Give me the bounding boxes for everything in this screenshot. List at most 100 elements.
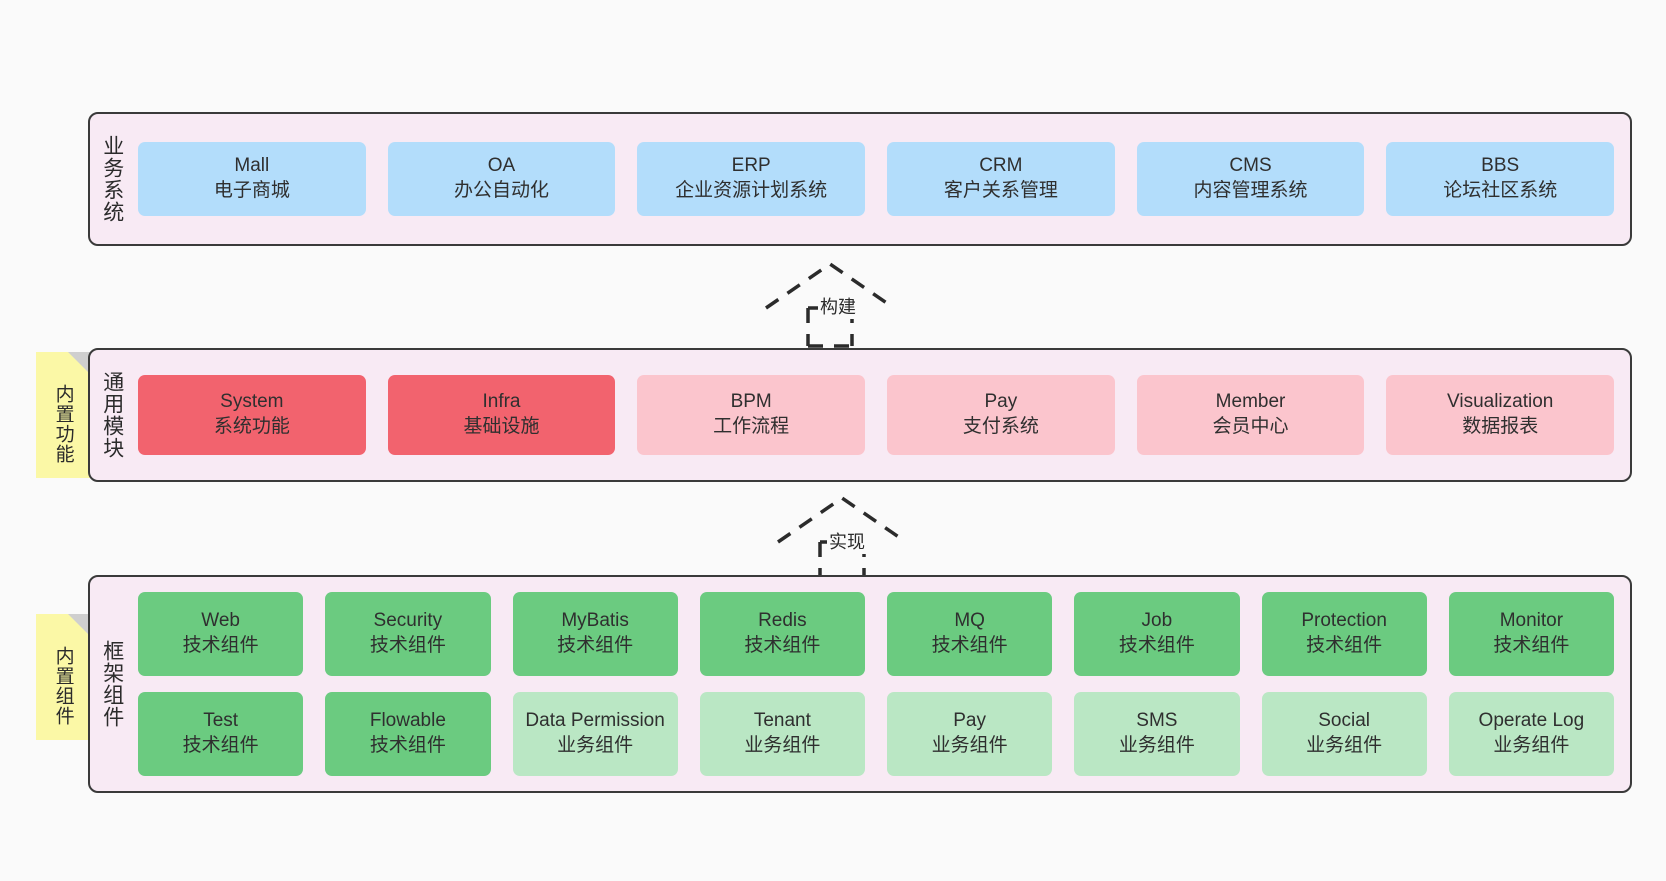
card-bpm[interactable]: BPM 工作流程: [637, 375, 866, 455]
card-mq[interactable]: MQ 技术组件: [887, 592, 1053, 676]
card-mybatis[interactable]: MyBatis 技术组件: [512, 592, 678, 676]
card-subtitle: 系统功能: [213, 416, 290, 437]
card-title: ERP: [731, 155, 771, 177]
card-subtitle: 业务组件: [1493, 735, 1570, 756]
card-subtitle: 工作流程: [713, 416, 790, 437]
connector-label-implement: 实现: [827, 528, 867, 554]
card-subtitle: 技术组件: [369, 735, 446, 756]
card-monitor[interactable]: Monitor 技术组件: [1448, 592, 1614, 676]
card-title: Test: [203, 710, 239, 732]
layer-label-framework: 框架组件: [100, 640, 124, 728]
card-subtitle: 电子商城: [213, 180, 290, 201]
card-title: Visualization: [1447, 391, 1554, 413]
card-bbs[interactable]: BBS 论坛社区系统: [1386, 142, 1615, 216]
card-subtitle: 办公自动化: [454, 180, 550, 201]
card-erp[interactable]: ERP 企业资源计划系统: [637, 142, 866, 216]
card-test[interactable]: Test 技术组件: [138, 692, 304, 776]
card-title: CRM: [979, 155, 1023, 177]
connector-label-build: 构建: [818, 293, 858, 319]
note-builtin-features: 内置功能: [36, 352, 90, 478]
card-subtitle: 支付系统: [962, 416, 1039, 437]
card-subtitle: 业务组件: [744, 735, 821, 756]
card-title: Pay: [953, 710, 986, 732]
note-label: 内置组件: [52, 646, 74, 726]
card-member[interactable]: Member 会员中心: [1136, 375, 1365, 455]
note-label: 内置功能: [52, 384, 74, 464]
card-subtitle: 技术组件: [182, 635, 259, 656]
card-title: Data Permission: [525, 710, 665, 732]
card-subtitle: 业务组件: [1306, 735, 1383, 756]
card-pay-module[interactable]: Pay 支付系统: [887, 375, 1115, 455]
card-data-permission[interactable]: Data Permission 业务组件: [512, 692, 678, 776]
card-title: System: [220, 391, 284, 413]
card-subtitle: 技术组件: [369, 635, 446, 656]
card-title: Flowable: [369, 710, 446, 732]
card-subtitle: 技术组件: [1493, 635, 1570, 656]
card-oa[interactable]: OA 办公自动化: [387, 142, 616, 216]
card-operate-log[interactable]: Operate Log 业务组件: [1448, 692, 1614, 776]
card-job[interactable]: Job 技术组件: [1074, 592, 1240, 676]
card-social[interactable]: Social 业务组件: [1261, 692, 1427, 776]
card-title: MQ: [954, 610, 985, 632]
layer-label-business: 业务系统: [100, 135, 124, 223]
note-fold-icon: [68, 614, 90, 636]
card-redis[interactable]: Redis 技术组件: [699, 592, 865, 676]
card-title: Security: [373, 610, 443, 632]
note-builtin-components: 内置组件: [36, 614, 90, 740]
card-protection[interactable]: Protection 技术组件: [1261, 592, 1427, 676]
card-title: Web: [201, 610, 240, 632]
card-subtitle: 数据报表: [1462, 416, 1539, 437]
card-title: Member: [1215, 391, 1286, 413]
layer-body-common: System 系统功能 Infra 基础设施 BPM 工作流程 Pay 支付系统…: [134, 350, 1630, 480]
card-row: System 系统功能 Infra 基础设施 BPM 工作流程 Pay 支付系统…: [138, 375, 1615, 455]
card-title: Job: [1141, 610, 1173, 632]
card-title: BBS: [1481, 155, 1520, 177]
card-subtitle: 内容管理系统: [1193, 180, 1308, 201]
card-mall[interactable]: Mall 电子商城: [138, 142, 366, 216]
card-crm[interactable]: CRM 客户关系管理: [887, 142, 1115, 216]
card-sms[interactable]: SMS 业务组件: [1074, 692, 1240, 776]
card-flowable[interactable]: Flowable 技术组件: [325, 692, 491, 776]
card-web[interactable]: Web 技术组件: [138, 592, 304, 676]
layer-framework-components: 框架组件 Web 技术组件 Security 技术组件 MyBatis 技术组件…: [88, 575, 1632, 793]
card-subtitle: 客户关系管理: [943, 180, 1058, 201]
card-title: Operate Log: [1478, 710, 1585, 732]
card-subtitle: 技术组件: [557, 635, 634, 656]
card-title: Tenant: [753, 710, 811, 732]
card-title: Redis: [758, 610, 807, 632]
card-title: Mall: [234, 155, 270, 177]
card-title: BPM: [730, 391, 772, 413]
card-cms[interactable]: CMS 内容管理系统: [1136, 142, 1365, 216]
layer-business-systems: 业务系统 Mall 电子商城 OA 办公自动化 ERP 企业资源计划系统 CRM…: [88, 112, 1632, 246]
card-subtitle: 技术组件: [1118, 635, 1195, 656]
layer-label-common: 通用模块: [100, 371, 124, 459]
layer-body-business: Mall 电子商城 OA 办公自动化 ERP 企业资源计划系统 CRM 客户关系…: [134, 114, 1630, 244]
card-security[interactable]: Security 技术组件: [325, 592, 491, 676]
card-system[interactable]: System 系统功能: [138, 375, 366, 455]
layer-common-modules: 通用模块 System 系统功能 Infra 基础设施 BPM 工作流程 Pay…: [88, 348, 1632, 482]
card-title: OA: [487, 155, 516, 177]
card-title: Infra: [482, 391, 521, 413]
card-subtitle: 业务组件: [557, 735, 634, 756]
card-subtitle: 技术组件: [744, 635, 821, 656]
connector-implement: 实现: [772, 492, 912, 584]
card-row: Web 技术组件 Security 技术组件 MyBatis 技术组件 Redi…: [138, 592, 1614, 676]
card-title: Pay: [984, 391, 1018, 413]
card-infra[interactable]: Infra 基础设施: [387, 375, 616, 455]
card-title: CMS: [1229, 155, 1272, 177]
card-tenant[interactable]: Tenant 业务组件: [699, 692, 865, 776]
card-subtitle: 技术组件: [182, 735, 259, 756]
card-subtitle: 技术组件: [1306, 635, 1383, 656]
card-subtitle: 企业资源计划系统: [675, 180, 828, 201]
card-pay-component[interactable]: Pay 业务组件: [887, 692, 1053, 776]
card-title: Monitor: [1499, 610, 1564, 632]
layer-body-framework: Web 技术组件 Security 技术组件 MyBatis 技术组件 Redi…: [134, 577, 1630, 791]
card-title: Social: [1318, 710, 1370, 732]
card-visualization[interactable]: Visualization 数据报表: [1386, 375, 1615, 455]
card-title: Protection: [1301, 610, 1387, 632]
connector-build: 构建: [760, 258, 900, 348]
card-title: MyBatis: [561, 610, 629, 632]
card-row: Test 技术组件 Flowable 技术组件 Data Permission …: [138, 692, 1614, 776]
card-subtitle: 基础设施: [463, 416, 540, 437]
